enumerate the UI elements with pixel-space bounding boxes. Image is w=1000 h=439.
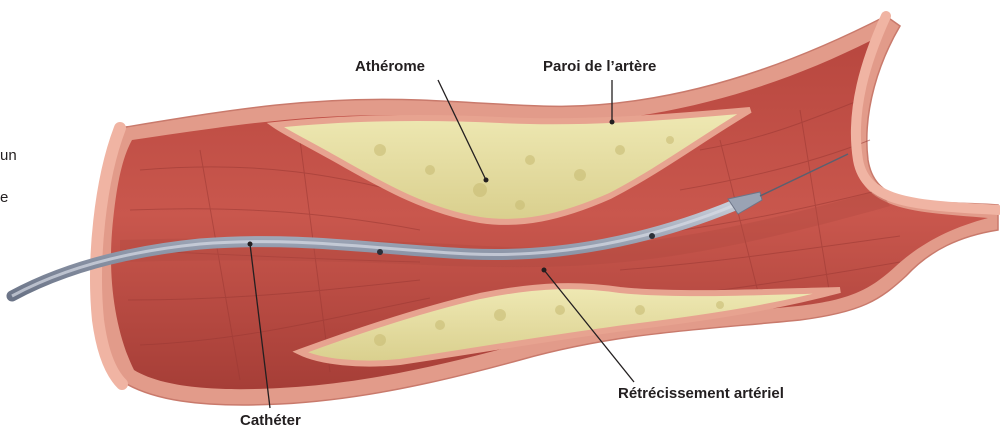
label-catheter: Cathéter [240, 412, 301, 430]
side-text-fragment: un [0, 147, 17, 165]
leader-dot [542, 268, 547, 273]
leader-dot [248, 242, 253, 247]
label-atheroma: Athérome [355, 58, 425, 76]
catheter-marker [649, 233, 655, 239]
leader-dot [484, 178, 489, 183]
label-artery-wall: Paroi de l’artère [543, 58, 656, 76]
catheter-marker [377, 249, 383, 255]
side-text-fragment: e [0, 189, 8, 207]
leader-dot [610, 120, 615, 125]
label-narrowing: Rétrécissement artériel [618, 385, 784, 403]
